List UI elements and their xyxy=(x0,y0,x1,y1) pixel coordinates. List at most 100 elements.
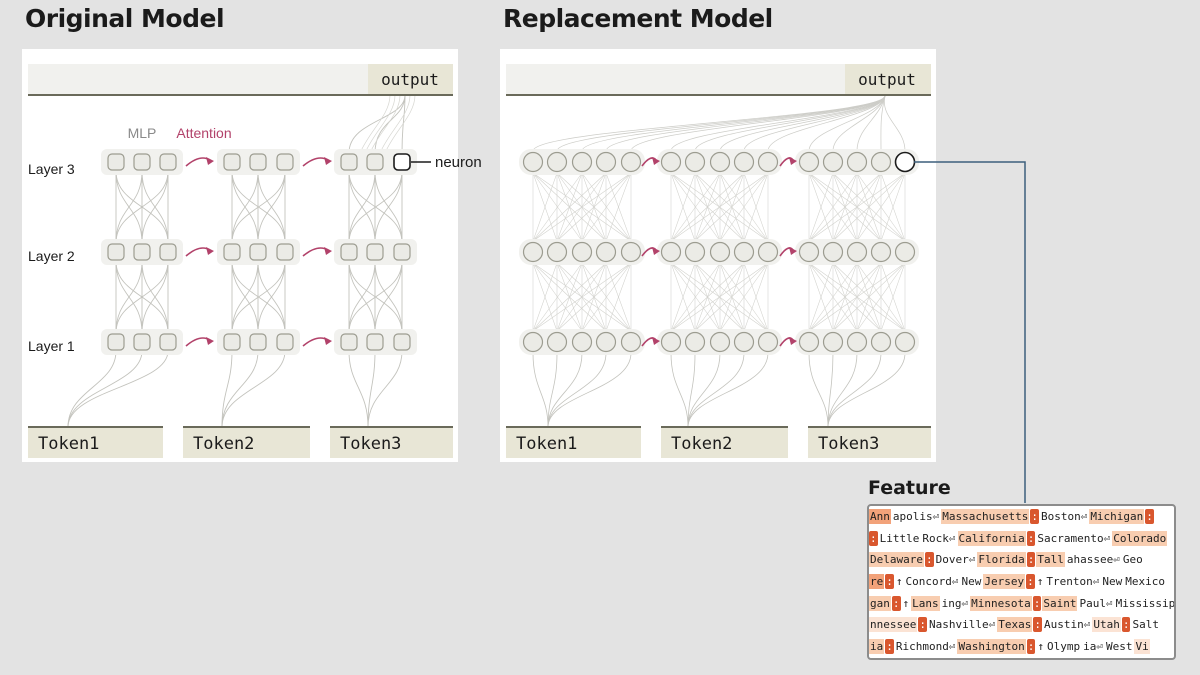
attention-arrow xyxy=(641,157,660,167)
output-edge xyxy=(348,94,406,154)
attention-arrow-head xyxy=(652,247,660,255)
token-edge xyxy=(67,350,117,428)
original-token1-label: Token1 xyxy=(38,434,99,454)
mlp-edge xyxy=(257,170,286,244)
feature-token: Michigan xyxy=(1089,509,1145,525)
feature-node xyxy=(571,331,593,353)
feature-token: : xyxy=(1026,638,1036,654)
output-edge xyxy=(670,95,886,152)
feature-token: gan xyxy=(869,595,891,611)
feature-node xyxy=(757,331,779,353)
feature-token: Concord⏎ xyxy=(905,575,959,589)
attention-arrow xyxy=(779,247,797,257)
feature-token: Saint xyxy=(1042,595,1078,611)
highlighted-neuron xyxy=(393,153,411,171)
token-edge xyxy=(547,352,583,428)
token-edge xyxy=(221,350,259,428)
mlp-edge xyxy=(115,260,169,334)
attention-arrow-head xyxy=(324,247,332,255)
transcoder-edge xyxy=(556,172,607,242)
token-edge xyxy=(827,352,834,428)
neuron-node xyxy=(393,333,411,351)
transcoder-edge xyxy=(532,262,558,332)
transcoder-edge xyxy=(532,262,607,332)
attention-arrow xyxy=(779,157,797,167)
attention-arrow xyxy=(779,337,797,347)
neuron-node xyxy=(276,333,294,351)
transcoder-edge xyxy=(532,262,583,332)
transcoder-edge xyxy=(808,172,858,242)
original-token3-bar xyxy=(330,427,453,458)
feature-token: Lans xyxy=(911,595,940,611)
feature-token: Boston⏎ xyxy=(1040,510,1088,524)
transcoder-edge xyxy=(556,262,632,332)
neuron-node xyxy=(223,153,241,171)
feature-token: Austin⏎ xyxy=(1043,618,1091,632)
neuron-node xyxy=(133,243,151,261)
feature-token: : xyxy=(1121,617,1131,633)
attention-arrow-head xyxy=(789,247,797,255)
feature-node xyxy=(595,331,617,353)
feature-node xyxy=(620,151,642,173)
mlp-edge xyxy=(348,170,376,244)
feature-token: : xyxy=(1030,509,1039,525)
token-edge xyxy=(827,352,906,428)
transcoder-edge xyxy=(694,262,769,332)
transcoder-edge xyxy=(532,262,632,332)
mlp-edge xyxy=(115,260,143,334)
feature-node xyxy=(870,241,892,263)
transcoder-edge xyxy=(670,262,721,332)
mlp-edge xyxy=(348,260,403,334)
attention-arrow-head xyxy=(206,337,214,345)
attention-arrow xyxy=(641,247,660,257)
attention-arrow-head xyxy=(789,157,797,165)
feature-token: nnessee xyxy=(869,617,918,633)
output-edge xyxy=(374,94,406,154)
attention-arrow-head xyxy=(206,247,214,255)
token-edge xyxy=(670,352,689,428)
output-edge xyxy=(719,95,886,152)
original-model-nodes xyxy=(101,149,417,355)
neuron-node xyxy=(276,153,294,171)
transcoder-edge xyxy=(808,172,834,242)
feature-node xyxy=(870,151,892,173)
original-model-title: Original Model xyxy=(25,4,225,33)
feature-node xyxy=(822,151,844,173)
feature-token: Massachusetts xyxy=(941,509,1030,525)
feature-token: : xyxy=(891,595,901,611)
feature-token: : xyxy=(918,617,927,633)
feature-node xyxy=(798,241,820,263)
feature-token: Salt xyxy=(1132,618,1159,632)
replacement-token3-label: Token3 xyxy=(818,434,879,454)
neuron-node xyxy=(393,243,411,261)
transcoder-edge xyxy=(556,262,607,332)
neuron-node xyxy=(340,243,358,261)
neuron-label: neuron xyxy=(435,154,482,171)
neuron-node xyxy=(159,333,177,351)
feature-token: New xyxy=(961,575,982,589)
output-edge xyxy=(808,95,886,152)
feature-node xyxy=(684,331,706,353)
feature-node xyxy=(595,151,617,173)
mlp-edge xyxy=(374,170,403,244)
transcoder-edge xyxy=(719,262,745,332)
attention-arrow xyxy=(185,337,214,347)
layer-1-label: Layer 1 xyxy=(28,338,75,354)
feature-node xyxy=(660,241,682,263)
transcoder-edge xyxy=(808,262,858,332)
neuron-node xyxy=(340,333,358,351)
feature-token: ia⏎ xyxy=(1083,639,1103,653)
feature-token: Sacramento⏎ xyxy=(1037,531,1111,545)
token-edge xyxy=(547,352,558,428)
mlp-edge xyxy=(231,260,286,334)
feature-token: Minnesota xyxy=(970,595,1032,611)
feature-node xyxy=(595,241,617,263)
transcoder-edge xyxy=(743,172,769,242)
feature-node xyxy=(846,241,868,263)
feature-node xyxy=(684,241,706,263)
neuron-node xyxy=(249,333,267,351)
